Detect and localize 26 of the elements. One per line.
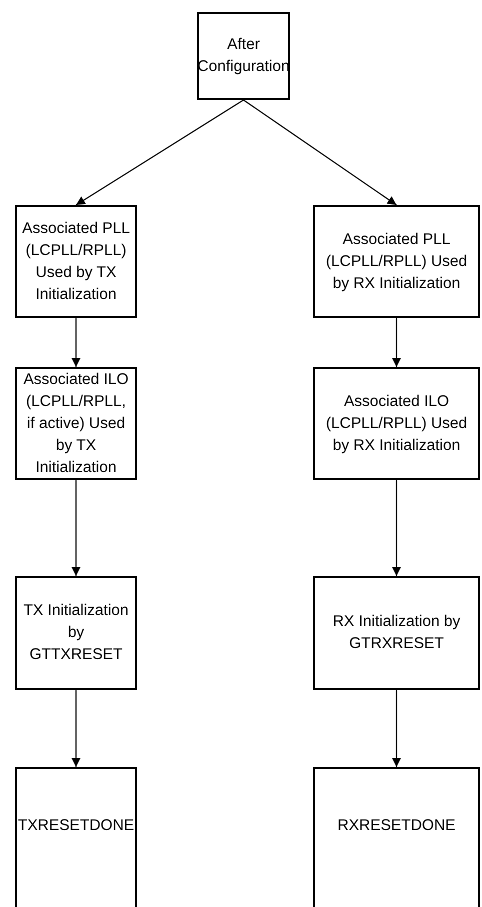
process-box <box>15 205 137 318</box>
box-label: TX Initialization by GTTXRESET <box>22 601 130 665</box>
process-box <box>313 767 480 907</box>
process-box <box>197 12 290 100</box>
process-box <box>313 367 480 480</box>
box-label: Associated PLL (LCPLL/RPLL) Used by RX Initialization <box>324 230 468 294</box>
box-label: After Configuration <box>197 35 290 77</box>
arrow <box>76 100 244 206</box>
process-box <box>313 205 480 318</box>
box-label: TXRESETDONE <box>18 816 134 836</box>
process-box <box>15 576 137 690</box>
box-label: Associated PLL (LCPLL/RPLL) Used by TX Initialization <box>21 218 131 304</box>
arrow <box>392 690 401 767</box>
process-box <box>313 576 480 690</box>
box-label: Associated ILO (LCPLL/RPLL, if active) Used by TX Initialization <box>22 370 130 478</box>
process-box <box>15 367 137 480</box>
arrow <box>392 480 401 576</box>
box-label: Associated ILO (LCPLL/RPLL) Used by RX Initialization <box>324 392 468 456</box>
box-label: RX Initialization by GTRXRESET <box>332 612 462 654</box>
arrow <box>72 318 80 367</box>
arrow <box>72 690 80 767</box>
process-box <box>15 767 137 907</box>
arrow <box>243 100 397 206</box>
arrow <box>392 318 401 367</box>
box-label: RXRESETDONE <box>338 816 456 836</box>
arrow <box>72 480 80 576</box>
